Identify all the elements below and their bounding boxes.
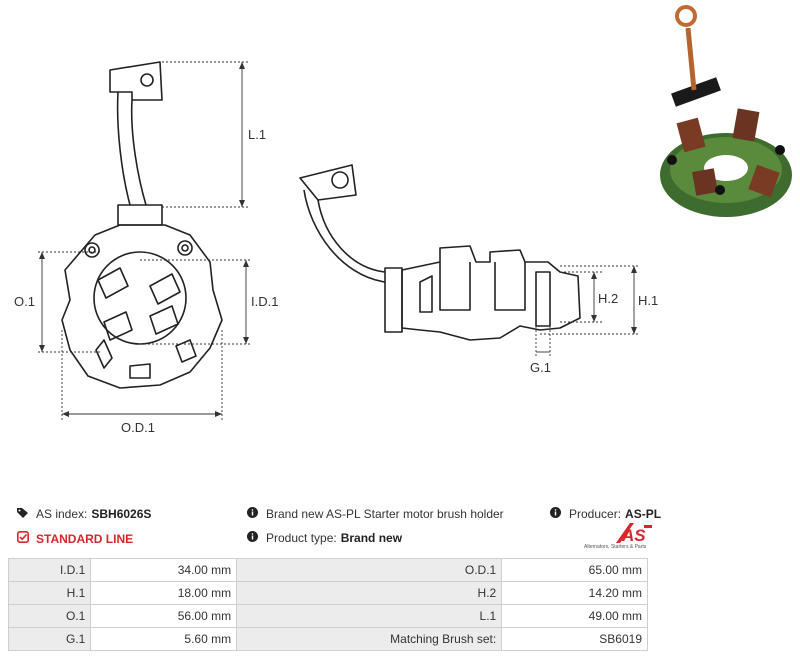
asp-logo: AS Alternators, Starters & Parts xyxy=(584,521,654,553)
spec-value: 5.60 mm xyxy=(90,627,238,651)
as-index: AS index: SBH6026S xyxy=(17,507,151,521)
standard-line: STANDARD LINE xyxy=(17,531,133,546)
spec-label: I.D.1 xyxy=(7,558,92,582)
dim-label-o1: O.1 xyxy=(14,294,35,309)
info-icon xyxy=(247,507,261,521)
producer-label: Producer: xyxy=(569,507,622,521)
dimension-lines xyxy=(38,61,640,420)
info-icon xyxy=(247,531,261,545)
side-view xyxy=(299,164,581,341)
spec-label: O.D.1 xyxy=(236,558,503,582)
info-icon xyxy=(550,507,564,521)
as-index-label: AS index: xyxy=(36,507,88,521)
spec-label: H.2 xyxy=(236,581,503,605)
product-type-value: Brand new xyxy=(340,531,403,545)
spec-value: 65.00 mm xyxy=(501,558,648,582)
tags-icon xyxy=(17,507,31,521)
description-text: Brand new AS-PL Starter motor brush hold… xyxy=(266,507,504,521)
dimension-arrows xyxy=(39,62,637,417)
producer: Producer: AS-PL xyxy=(550,507,661,521)
front-view xyxy=(61,61,223,389)
spec-value: 49.00 mm xyxy=(501,604,648,628)
producer-value: AS-PL xyxy=(625,507,662,521)
spec-label: Matching Brush set: xyxy=(236,627,503,651)
description: Brand new AS-PL Starter motor brush hold… xyxy=(247,507,504,521)
standard-line-label: STANDARD LINE xyxy=(36,531,134,546)
spec-value: 18.00 mm xyxy=(90,581,238,605)
logo-tagline: Alternators, Starters & Parts xyxy=(584,544,647,550)
dim-label-h1: H.1 xyxy=(638,293,658,308)
as-index-value: SBH6026S xyxy=(91,507,152,521)
logo-mark: AS xyxy=(621,526,646,545)
dim-label-l1: L.1 xyxy=(248,127,266,142)
technical-drawing: L.1 O.1 I.D.1 O.D.1 H.2 H.1 G.1 xyxy=(14,5,792,435)
spec-value: 14.20 mm xyxy=(501,581,648,605)
product-photo xyxy=(660,5,792,217)
product-type: Product type: Brand new xyxy=(247,531,402,545)
spec-label: G.1 xyxy=(7,627,92,651)
spec-value: 34.00 mm xyxy=(90,558,238,582)
spec-label: O.1 xyxy=(7,604,92,628)
product-type-label: Product type: xyxy=(266,531,337,545)
spec-label: H.1 xyxy=(7,581,92,605)
check-square-icon xyxy=(17,531,31,546)
spec-label: L.1 xyxy=(236,604,503,628)
dim-label-id1: I.D.1 xyxy=(251,294,278,309)
spec-value: SB6019 xyxy=(501,627,648,651)
dim-label-od1: O.D.1 xyxy=(121,420,155,435)
dim-label-h2: H.2 xyxy=(598,291,618,306)
dim-label-g1: G.1 xyxy=(530,360,551,375)
spec-value: 56.00 mm xyxy=(90,604,238,628)
